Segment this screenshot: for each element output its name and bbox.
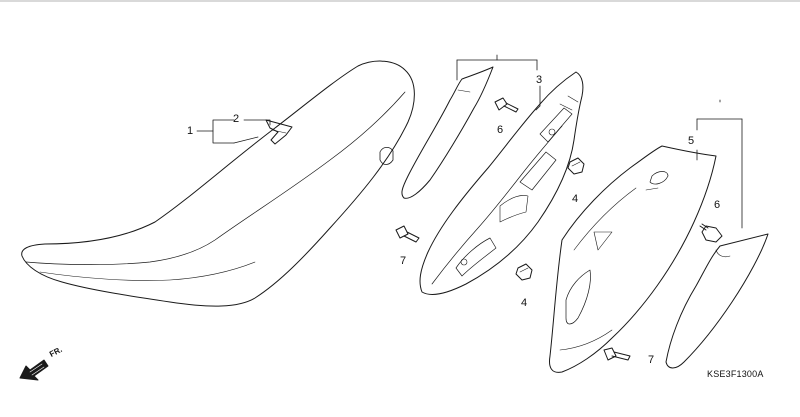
callout-7-lower: 7	[648, 354, 655, 366]
seat-strap-tab	[265, 119, 293, 145]
drawing-code: KSE3F1300A	[707, 369, 764, 379]
callout-2: 2	[233, 113, 240, 125]
callout-4-lower: 4	[521, 297, 528, 309]
leader-lines-1-2	[196, 119, 271, 144]
nut-4-lower	[515, 263, 533, 281]
outer-side-cover	[549, 145, 717, 373]
side-cover-decal-right	[665, 233, 769, 369]
front-direction-arrow-icon	[19, 359, 49, 381]
inner-side-cover	[419, 71, 584, 295]
callout-4-upper: 4	[572, 193, 579, 205]
leader-lines-5	[696, 99, 743, 229]
nut-4-upper	[567, 157, 585, 175]
callout-6-right: 6	[714, 199, 721, 211]
bolt-7-left	[395, 225, 420, 243]
callout-3: 3	[536, 74, 543, 86]
top-border	[0, 0, 800, 2]
callout-5: 5	[688, 135, 695, 147]
bolt-6-right	[699, 223, 723, 243]
side-cover-decal-left	[401, 66, 494, 199]
callout-1: 1	[187, 125, 194, 137]
seat	[21, 60, 415, 307]
callout-6-upper: 6	[497, 124, 504, 136]
leader-lines-3	[456, 54, 541, 111]
bolt-6-upper	[494, 97, 519, 113]
bolt-7-lower	[603, 347, 631, 361]
callout-7-left: 7	[400, 255, 407, 267]
